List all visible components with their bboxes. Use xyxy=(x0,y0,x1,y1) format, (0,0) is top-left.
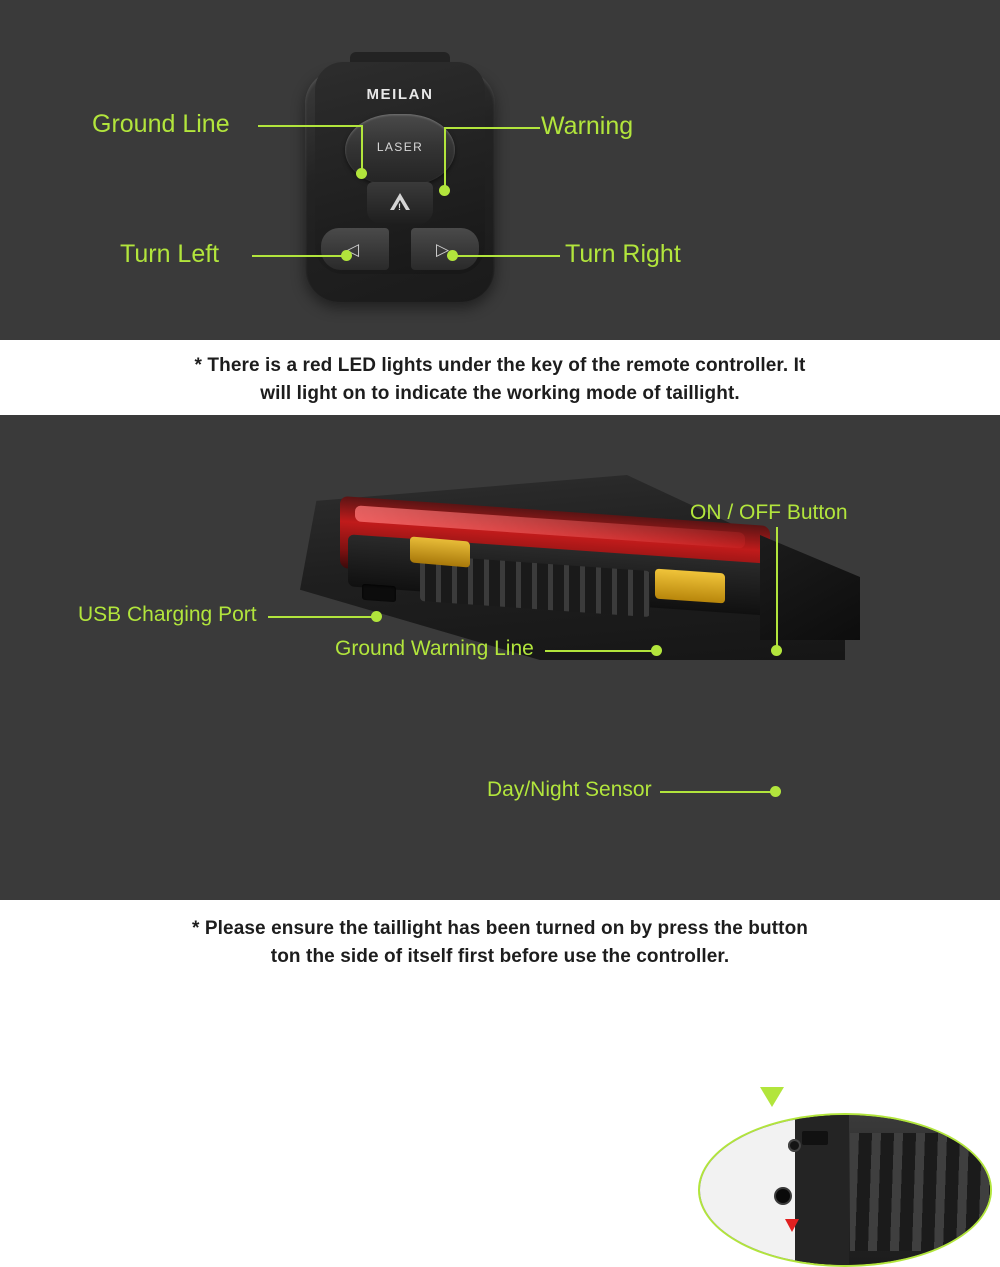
taillight-image xyxy=(300,475,860,675)
zoom-detail-bubble xyxy=(698,1113,992,1267)
note-panel-2: * Please ensure the taillight has been t… xyxy=(0,900,1000,1000)
label-warning: Warning xyxy=(541,112,634,140)
usb-charging-port xyxy=(362,583,396,603)
note2-line1: * Please ensure the taillight has been t… xyxy=(192,918,808,939)
zoom-callout-arrow xyxy=(760,1087,784,1107)
dot-on-off xyxy=(771,645,782,656)
day-night-sensor xyxy=(776,1189,790,1203)
leader-warning-v xyxy=(444,127,446,189)
leader-turn-right-h xyxy=(452,255,560,257)
note2-line2: ton the side of itself first before use … xyxy=(270,946,730,967)
taillight-panel: ON / OFF Button USB Charging Port Ground… xyxy=(0,415,1000,1267)
taillight-amber-module xyxy=(655,568,725,604)
taillight-rear-wedge xyxy=(760,535,860,640)
label-ground-warning-line: Ground Warning Line xyxy=(335,637,534,660)
label-day-night-sensor: Day/Night Sensor xyxy=(487,778,652,801)
leader-day-night-h xyxy=(660,791,776,793)
leader-ground-warning-h xyxy=(545,650,655,652)
remote-brand-label: MEILAN xyxy=(366,86,434,103)
turn-right-button[interactable] xyxy=(411,228,479,270)
remote-control-panel: MEILAN LASER ! ◁ ▷ Ground Line Warning T… xyxy=(0,0,1000,340)
remote-controller-image: MEILAN LASER ! ◁ ▷ xyxy=(305,52,495,302)
dot-turn-left xyxy=(341,250,352,261)
leader-warning-h xyxy=(444,127,540,129)
turn-left-button[interactable] xyxy=(321,228,389,270)
taillight-amber-module-secondary xyxy=(410,536,470,568)
dot-usb xyxy=(371,611,382,622)
zoom-red-marker-icon xyxy=(785,1219,799,1232)
warning-triangle-inner-icon xyxy=(394,200,406,210)
note1-line1: * There is a red LED lights under the ke… xyxy=(194,355,806,376)
zoom-screw-icon xyxy=(788,1139,801,1152)
warning-exclamation-icon: ! xyxy=(398,202,401,212)
note1-line2: will light on to indicate the working mo… xyxy=(260,383,740,404)
leader-usb-h xyxy=(268,616,374,618)
label-usb-charging-port: USB Charging Port xyxy=(78,603,257,626)
dot-warning xyxy=(439,185,450,196)
dot-ground-warning xyxy=(651,645,662,656)
laser-button-label: LASER xyxy=(376,140,424,154)
zoom-connector xyxy=(802,1131,828,1145)
leader-ground-line-h xyxy=(258,125,363,127)
leader-ground-line-v xyxy=(361,125,363,173)
label-on-off-button: ON / OFF Button xyxy=(690,501,848,524)
arrow-right-icon: ▷ xyxy=(436,240,450,259)
zoom-vent-fins xyxy=(850,1133,990,1251)
leader-turn-left-h xyxy=(252,255,347,257)
dot-ground-line xyxy=(356,168,367,179)
leader-on-off-v xyxy=(776,527,778,649)
label-turn-right: Turn Right xyxy=(565,240,681,268)
dot-day-night xyxy=(770,786,781,797)
note-panel-1: * There is a red LED lights under the ke… xyxy=(0,340,1000,415)
zoom-white-background xyxy=(700,1115,805,1265)
dot-turn-right xyxy=(447,250,458,261)
label-turn-left: Turn Left xyxy=(120,240,220,268)
label-ground-line: Ground Line xyxy=(92,110,230,138)
